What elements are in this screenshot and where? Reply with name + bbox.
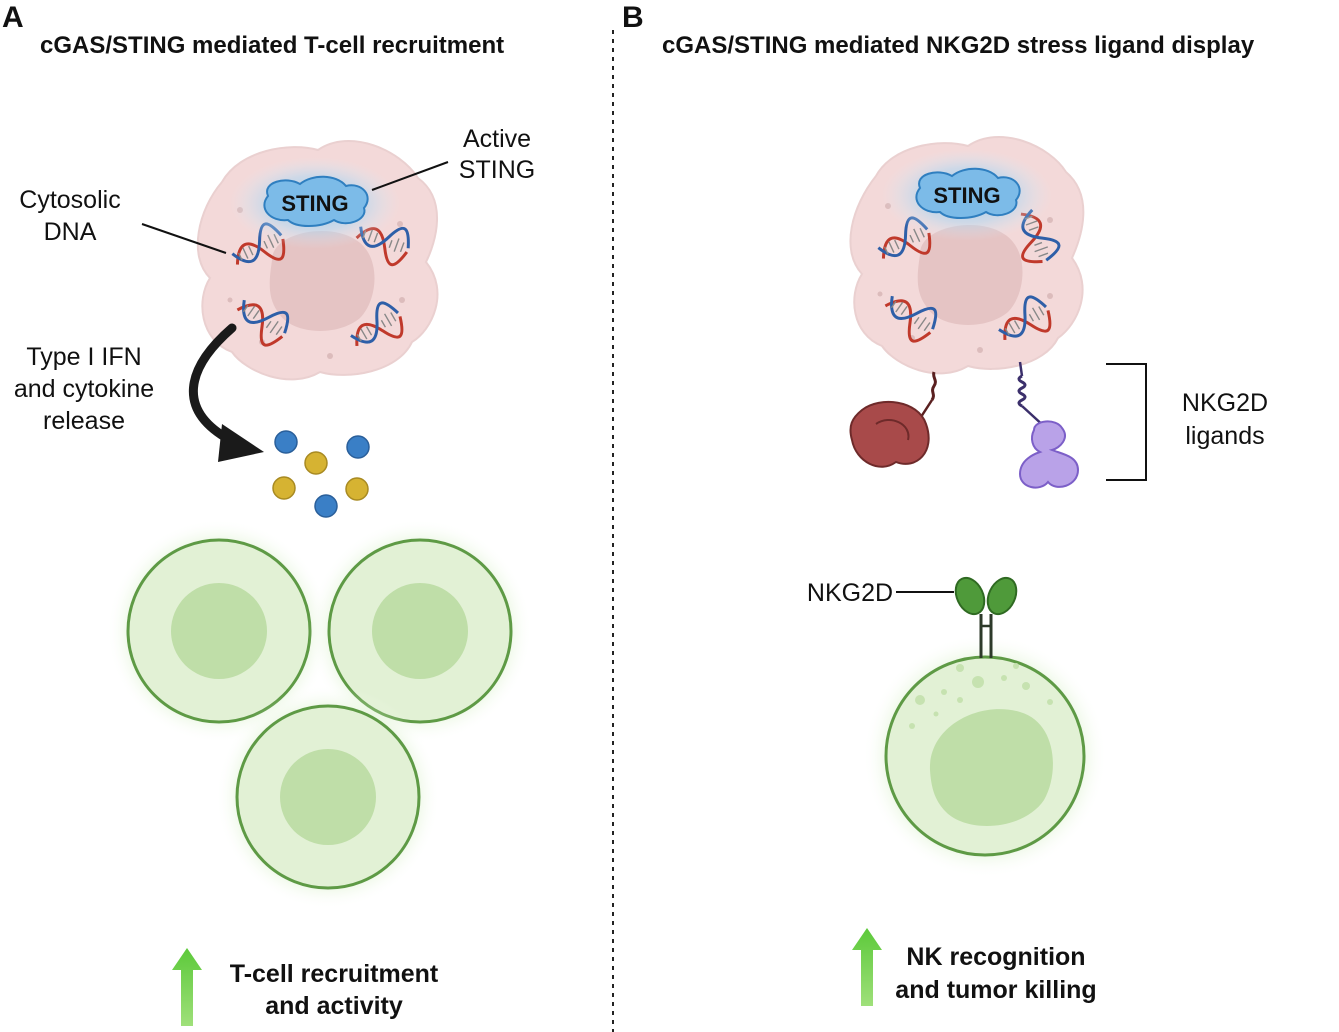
panel-a-title: cGAS/STING mediated T-cell recruitment [40,32,504,59]
ligand-purple-icon [1017,361,1080,489]
nkg2d-receptor-label: NKG2D [807,579,893,607]
cytosolic-label-line1: Cytosolic [19,186,120,214]
release-label-line3: release [43,407,125,435]
active-sting-label-line2: STING [459,156,535,184]
ligands-bracket [1106,363,1147,481]
nk-nucleus [929,709,1053,826]
active-sting-leader [371,161,449,191]
outcome-a-line2: and activity [265,992,403,1020]
nucleus [917,224,1023,325]
release-label-line1: Type I IFN [26,343,141,371]
sting-complex-b: STING [882,149,1052,241]
ligands-label-line1: NKG2D [1182,389,1268,417]
outcome-b-line1: NK recognition [906,943,1085,971]
release-arrow [188,323,264,462]
t-cell [107,519,331,743]
sting-complex-a: STING [230,157,400,249]
up-arrow-icon [852,928,882,1006]
ligands-label-line2: ligands [1185,422,1264,450]
release-label-line2: and cytokine [14,375,154,403]
ligand-red-icon [849,371,937,468]
cytosolic-label-line2: DNA [44,218,97,246]
nk-cell [863,634,1107,878]
nkg2d-receptor-icon [954,576,1018,658]
active-sting-label-line1: Active [463,125,531,153]
t-cell [216,685,440,909]
panel-b-letter: B [622,1,644,34]
nucleus [269,230,375,331]
outcome-a-line1: T-cell recruitment [230,960,439,988]
outcome-b-line2: and tumor killing [895,976,1096,1004]
t-cell [308,519,532,743]
nk-granules [909,663,1053,729]
up-arrow-icon [172,948,202,1026]
sting-label-b: STING [933,183,1000,208]
cytokines [272,430,370,518]
cytosolic-dna-leader [141,223,227,254]
panel-b-title: cGAS/STING mediated NKG2D stress ligand … [662,32,1255,59]
sting-label-a: STING [281,191,348,216]
panel-a-letter: A [2,1,24,34]
